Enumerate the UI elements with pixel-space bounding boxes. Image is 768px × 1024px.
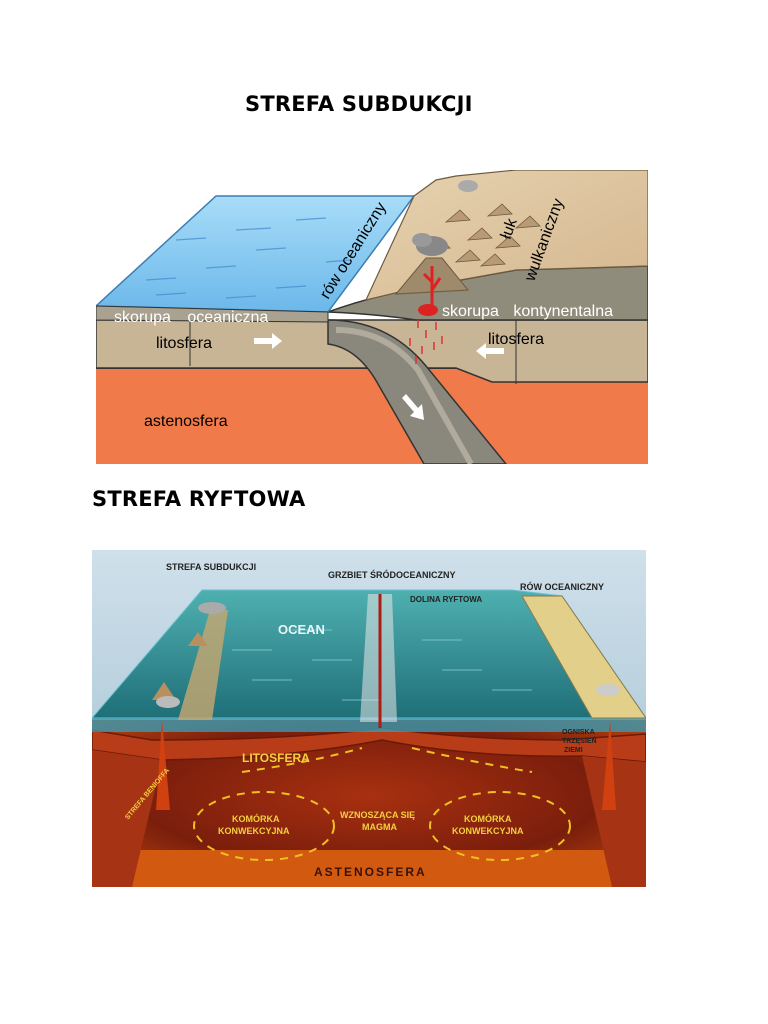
label-trench: RÓW OCEANICZNY	[520, 581, 604, 592]
label-ocean: OCEAN	[278, 622, 325, 637]
label-magma-2: MAGMA	[362, 822, 397, 832]
oceanic-crust	[96, 305, 329, 323]
label-ridge: GRZBIET ŚRÓDOCEANICZNY	[328, 569, 456, 580]
label-asthenosphere: astenosfera	[144, 413, 228, 430]
plate-motion-arrows	[254, 333, 504, 420]
label-cell-left-1: KOMÓRKA	[232, 813, 280, 824]
subduction-heading: STREFA SUBDUKCJI	[245, 92, 473, 116]
label-earthquake-focus-3: ZIEMI	[564, 747, 583, 754]
label-cell-right-2: KONWEKCYJNA	[452, 826, 524, 836]
continental-crust	[327, 265, 648, 321]
label-earthquake-focus-2: TRZĘSIEŃ	[562, 736, 597, 745]
label-asthenosphere: ASTENOSFERA	[314, 865, 427, 879]
island-arc	[178, 610, 228, 720]
label-lithosphere: LITOSFERA	[242, 751, 310, 765]
label-cell-right-1: KOMÓRKA	[464, 813, 512, 824]
label-magma-1: WZNOSZĄCA SIĘ	[340, 810, 415, 820]
magma-droplets	[409, 320, 443, 364]
subducting-slab	[327, 319, 507, 464]
label-subduction-zone: STREFA SUBDUKCJI	[166, 562, 256, 572]
rift-heading: STREFA RYFTOWA	[92, 487, 306, 511]
label-lithosphere-right: litosfera	[488, 331, 544, 348]
label-cell-left-2: KONWEKCYJNA	[218, 826, 290, 836]
label-oceanic-crust: skorupa oceaniczna	[114, 309, 268, 326]
rift-diagram: STREFA SUBDUKCJI GRZBIET ŚRÓDOCEANICZNY …	[92, 550, 646, 887]
label-continental-crust: skorupa kontynentalna	[442, 303, 613, 320]
asthenosphere-layer	[96, 368, 648, 464]
convection-arrows	[193, 747, 571, 861]
magma-conduit	[422, 266, 442, 310]
label-earthquake-focus-1: OGNISKA	[562, 729, 595, 736]
lithosphere-layer	[92, 727, 646, 763]
label-arc-line1: łuk	[498, 215, 521, 241]
label-lithosphere-left: litosfera	[156, 335, 212, 352]
label-rift-valley: DOLINA RYFTOWA	[410, 595, 482, 604]
subduction-diagram: rów oceaniczny łuk wulkaniczny skorupa o…	[96, 170, 648, 464]
